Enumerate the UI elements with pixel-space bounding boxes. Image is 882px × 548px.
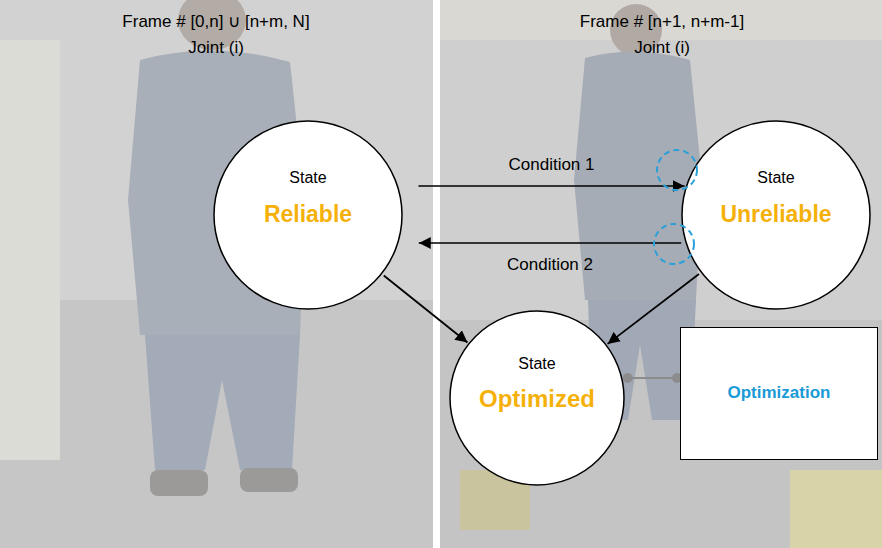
dashed-highlight-circle [657, 150, 697, 190]
edge-label: Condition 2 [507, 255, 593, 275]
photo-floor [0, 300, 433, 548]
state-name: Optimized [479, 385, 595, 414]
circle-outline [450, 311, 624, 485]
state-circle: StateOptimized [449, 310, 625, 486]
circle-outline [682, 121, 870, 309]
person-shoe [240, 468, 298, 492]
state-circle: StateReliable [213, 120, 403, 310]
left-photo [0, 0, 433, 548]
transition-arrow [384, 276, 468, 343]
joint-label: Joint (i) [634, 38, 690, 58]
frame-range-label: Frame # [n+1, n+m-1] [580, 12, 744, 32]
transition-arrow [419, 242, 681, 244]
right-photo [440, 0, 882, 548]
state-name: Unreliable [720, 201, 831, 229]
circle-outline [214, 121, 402, 309]
edge-label: Condition 1 [508, 155, 594, 175]
state-heading: State [757, 168, 794, 187]
person-shirt [574, 51, 702, 300]
person-shoe [150, 470, 208, 496]
process-name: Optimization [728, 383, 831, 403]
process-box: Optimization [680, 327, 878, 460]
person-jeans [145, 335, 300, 470]
photo-wall [0, 40, 60, 460]
state-name: Reliable [264, 201, 352, 229]
photo-ground [440, 0, 882, 548]
photo-ground [0, 0, 433, 548]
link-line [628, 377, 677, 379]
joint-label: Joint (i) [188, 38, 244, 58]
transition-arrow [418, 185, 684, 187]
photo-machine [790, 470, 882, 548]
state-circle: StateUnreliable [681, 120, 871, 310]
frame-range-label: Frame # [0,n] ∪ [n+m, N] [122, 12, 309, 32]
state-heading: State [518, 354, 555, 373]
dashed-highlight-circle [654, 224, 694, 264]
state-heading: State [289, 168, 326, 187]
